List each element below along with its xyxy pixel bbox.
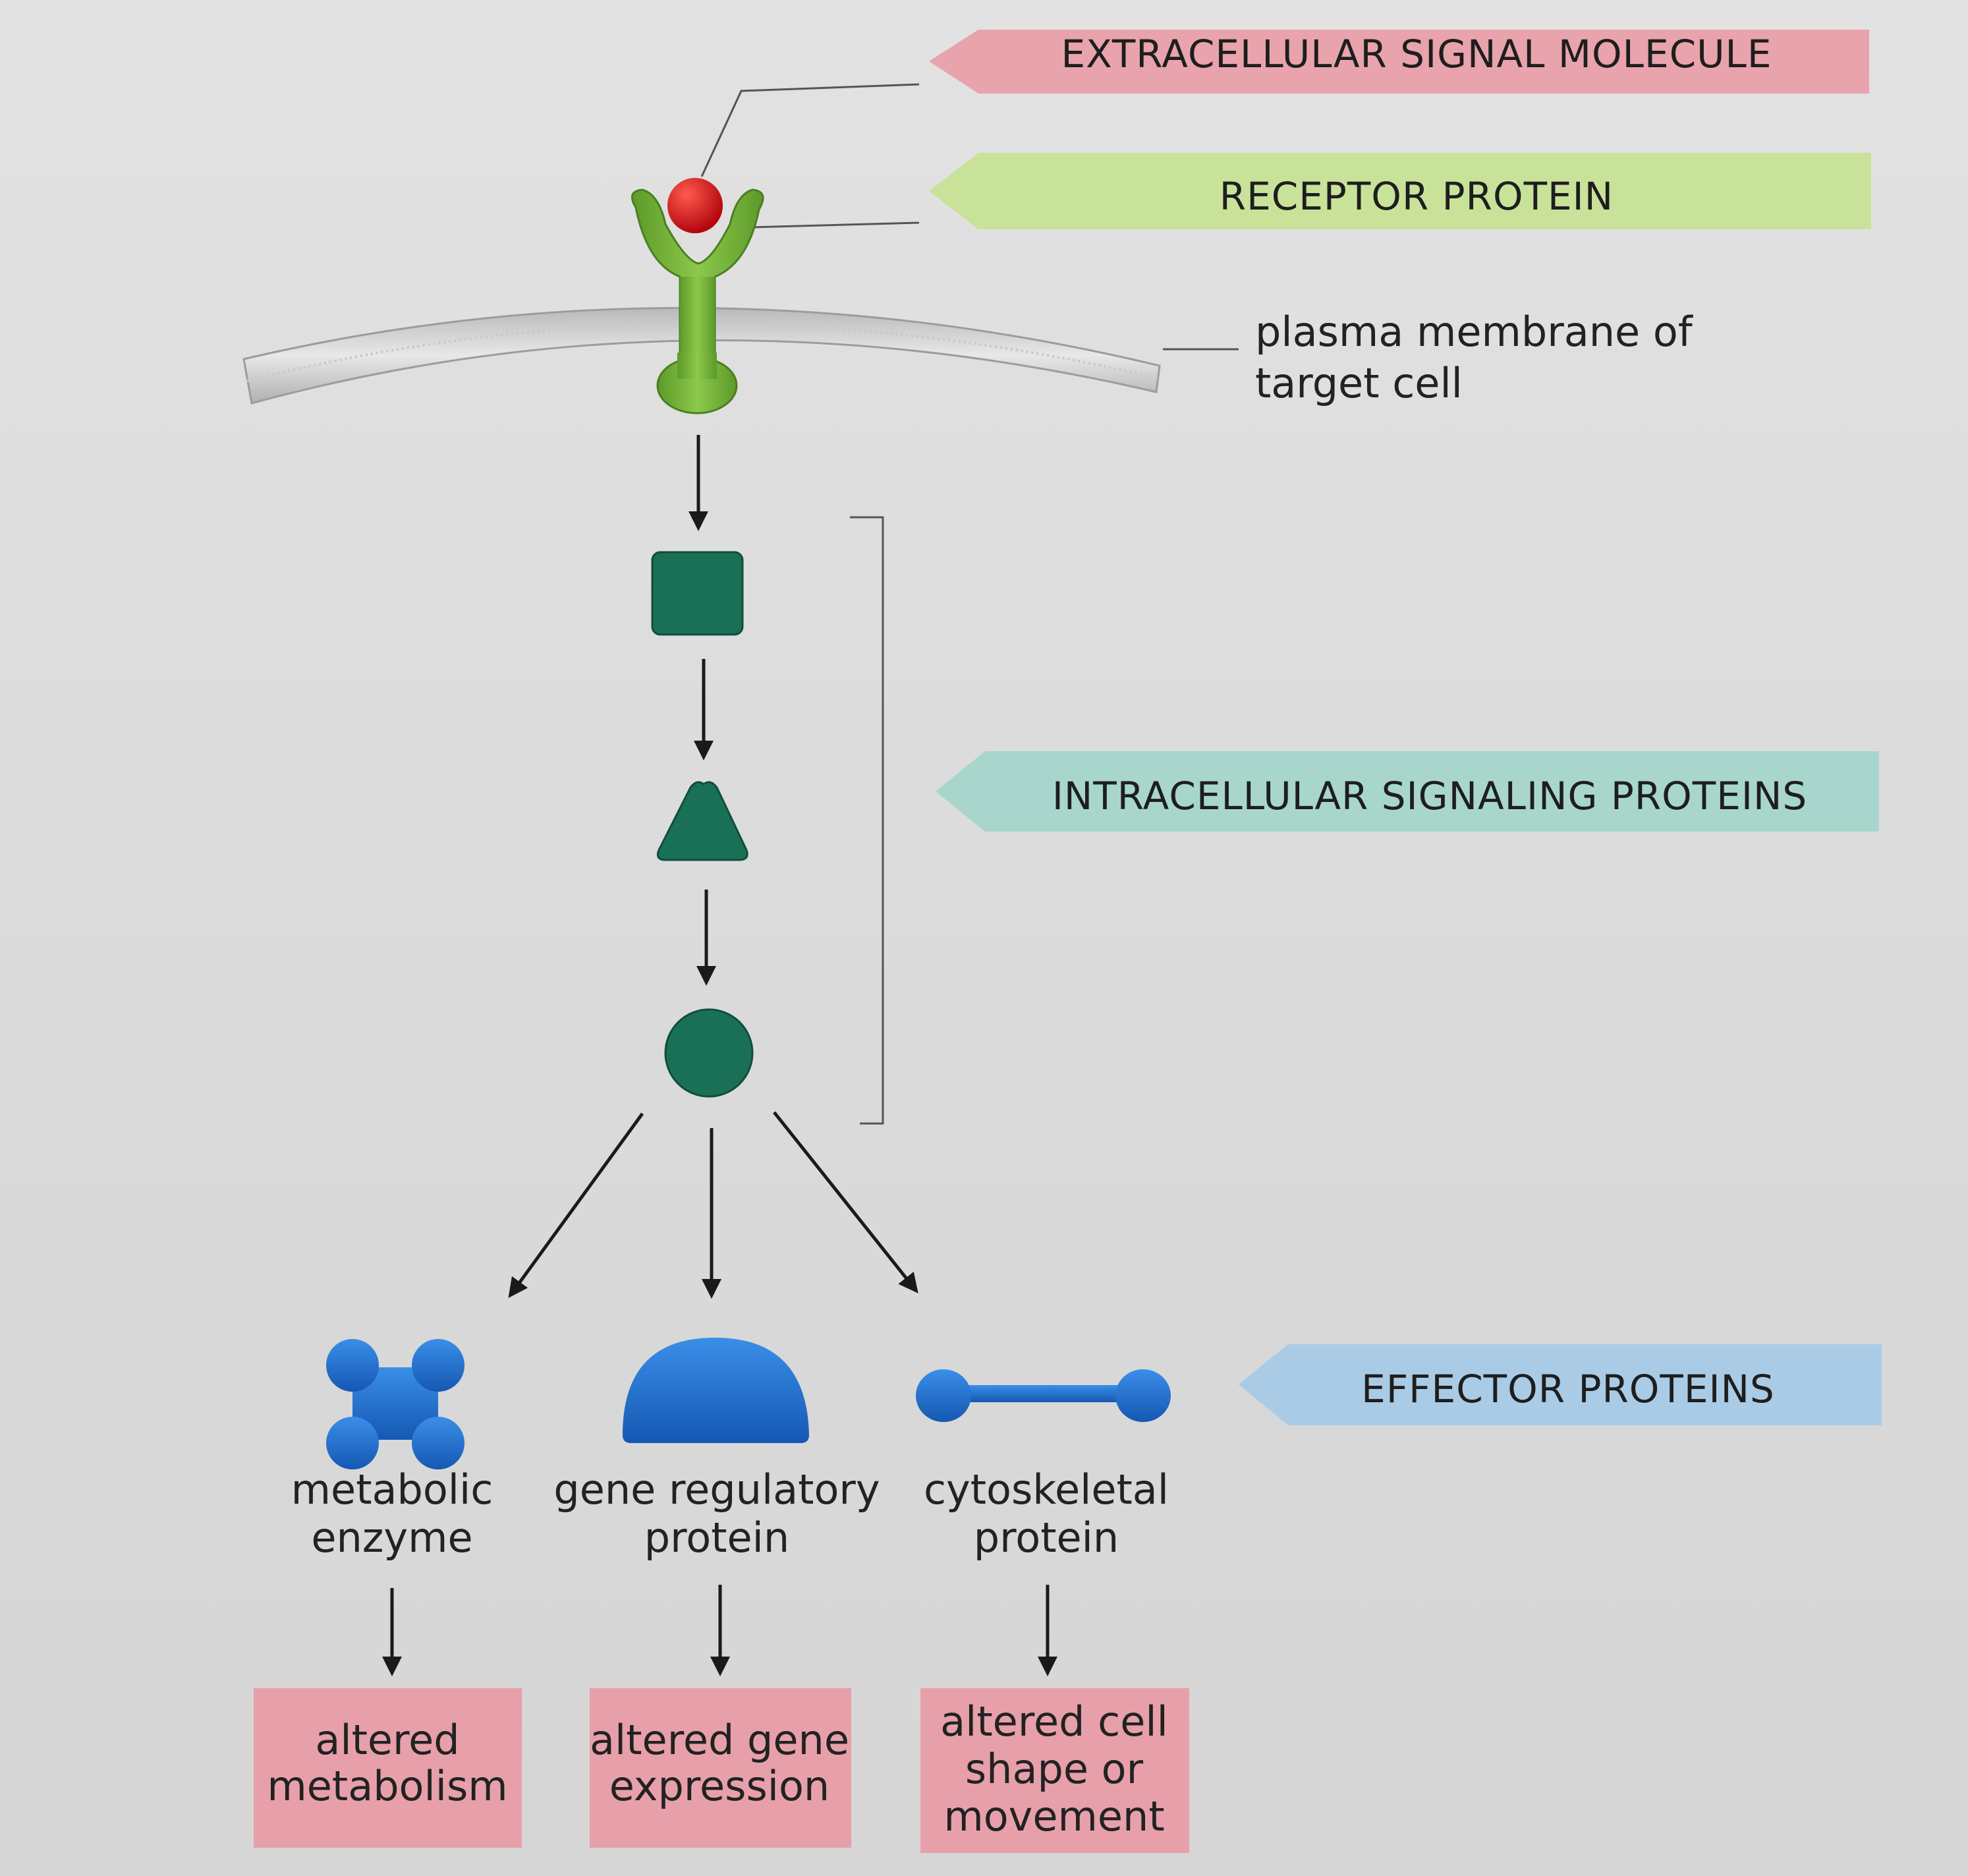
- outcome-box-metabolism: [254, 1688, 522, 1848]
- membrane-label-line-1: plasma membrane of: [1255, 308, 1694, 356]
- outcome-cell-shape-line-3: movement: [943, 1792, 1164, 1840]
- signal-leader-line: [700, 83, 920, 177]
- intracellular-signaling-banner: INTRACELLULAR SIGNALING PROTEINS: [936, 751, 1879, 832]
- signaling-protein-square: [651, 551, 744, 636]
- receptor-protein: [631, 188, 764, 414]
- arrow-to-metabolic-enzyme: [508, 1112, 644, 1298]
- receptor-protein-banner: RECEPTOR PROTEIN: [929, 153, 1871, 229]
- membrane-label-line-2: target cell: [1255, 359, 1463, 407]
- signaling-protein-triangle: [656, 781, 748, 861]
- effector-proteins-label: EFFECTOR PROTEINS: [1361, 1367, 1775, 1411]
- receptor-protein-label: RECEPTOR PROTEIN: [1220, 174, 1614, 219]
- cytoskeletal-label-line-1: cytoskeletal: [924, 1465, 1169, 1514]
- cytoskeletal-label-line-2: protein: [974, 1514, 1119, 1562]
- intracellular-signaling-label: INTRACELLULAR SIGNALING PROTEINS: [1052, 774, 1807, 818]
- outcome-gene-expression-line-1: altered gene: [590, 1716, 849, 1764]
- metabolic-enzyme-label-line-2: enzyme: [311, 1514, 472, 1562]
- outcome-gene-expression-line-2: expression: [609, 1762, 829, 1810]
- metabolic-enzyme-shape: [326, 1339, 464, 1469]
- extracellular-signal-molecule: [667, 178, 723, 233]
- gene-regulatory-label-line-1: gene regulatory: [553, 1465, 880, 1514]
- outcome-box-gene-expression: [590, 1688, 851, 1848]
- plasma-membrane: [242, 306, 1161, 405]
- outcome-cell-shape-line-1: altered cell: [940, 1697, 1168, 1746]
- outcome-metabolism-line-2: metabolism: [267, 1762, 507, 1810]
- intracellular-bracket: [850, 516, 884, 1125]
- outcome-metabolism-line-1: altered: [315, 1716, 459, 1764]
- cytoskeletal-protein-shape: [916, 1369, 1171, 1422]
- gene-regulatory-label-line-2: protein: [644, 1514, 789, 1562]
- signaling-protein-circle: [664, 1008, 754, 1098]
- receptor-leader-line: [750, 221, 920, 229]
- arrow-to-cytoskeletal-protein: [773, 1111, 918, 1293]
- outcome-cell-shape-line-2: shape or: [965, 1745, 1144, 1793]
- gene-regulatory-protein-shape: [623, 1338, 809, 1443]
- outcome-box-cell-shape: [920, 1688, 1189, 1853]
- metabolic-enzyme-label-line-1: metabolic: [291, 1465, 493, 1514]
- extracellular-signal-label: EXTRACELLULAR SIGNAL MOLECULE: [1061, 32, 1772, 76]
- effector-proteins-banner: EFFECTOR PROTEINS: [1239, 1344, 1882, 1425]
- extracellular-signal-banner: EXTRACELLULAR SIGNAL MOLECULE: [929, 30, 1869, 94]
